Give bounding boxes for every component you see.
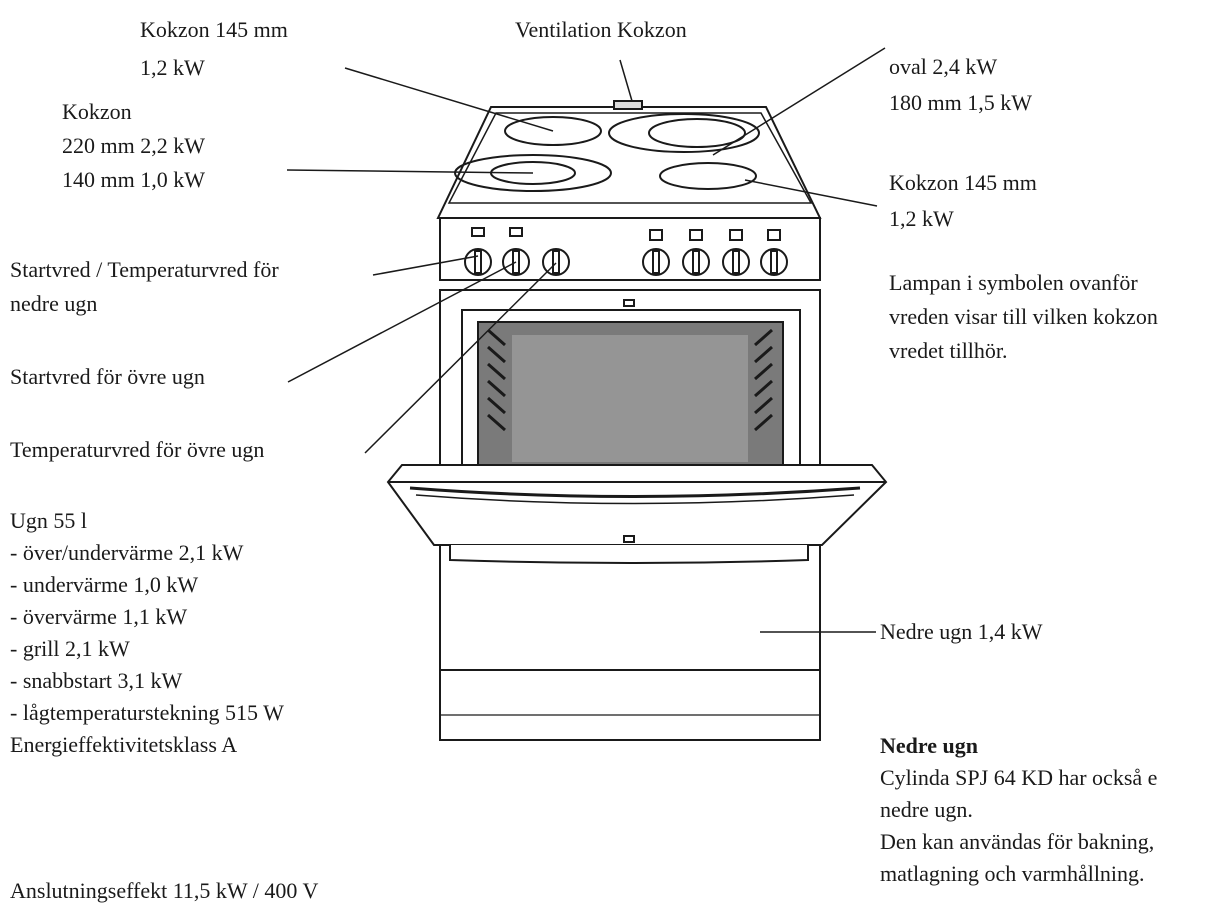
knob-lower-oven (464, 227, 492, 276)
lower-oven-body (439, 544, 821, 741)
knob-zone-1 (642, 229, 670, 276)
label-temp-upper-oven: Temperaturvred för övre ugn (10, 437, 265, 462)
knob-zone-2 (682, 229, 710, 276)
spec-line: - undervärme 1,0 kW (10, 572, 199, 597)
leader-lines (286, 47, 886, 633)
label-lamp-note: Lampan i symbolen ovanför vreden visar t… (889, 270, 1158, 363)
label-zone-back-left: Kokzon 145 mm 1,2 kW (140, 17, 288, 80)
label-zone-front-left: Kokzon 220 mm 2,2 kW 140 mm 1,0 kW (62, 99, 205, 192)
label-zone-front-right: Kokzon 145 mm 1,2 kW (889, 170, 1037, 231)
cooking-zone-front-right (659, 162, 757, 190)
label-zone-back-right: oval 2,4 kW 180 mm 1,5 kW (889, 54, 1032, 115)
label-lower-oven-power: Nedre ugn 1,4 kW (880, 619, 1043, 644)
cooktop-glass (447, 112, 813, 204)
spec-line: Energieffektivitetsklass A (10, 732, 238, 757)
vent (613, 100, 643, 110)
label-start-lower-oven: Startvred / Temperaturvred för nedre ugn (10, 257, 279, 316)
knob-zone-3 (722, 229, 750, 276)
spec-line: Ugn 55 l (10, 508, 87, 533)
oven-specs-list: Ugn 55 l - över/undervärme 2,1 kW - unde… (10, 505, 284, 761)
door-handle (409, 486, 861, 498)
knob-zone-4 (760, 229, 788, 276)
cooking-zone-front-left-outer (454, 154, 612, 192)
label-start-upper-oven: Startvred för övre ugn (10, 364, 205, 389)
cooking-zone-back-right-inner (648, 118, 746, 148)
lower-oven-info: Nedre ugn Cylinda SPJ 64 KD har också e … (880, 730, 1157, 890)
knob-upper-oven-temp (542, 248, 570, 276)
spec-line: - grill 2,1 kW (10, 636, 130, 661)
spec-line: - övervärme 1,1 kW (10, 604, 188, 629)
cooking-zone-back-left (504, 116, 602, 146)
oven-back-wall (512, 335, 748, 462)
spec-line: - lågtemperaturstekning 515 W (10, 700, 284, 725)
oven-door (386, 464, 888, 546)
cooking-zone-back-right-outer (608, 113, 760, 153)
lower-oven-heading: Nedre ugn (880, 733, 978, 758)
label-ventilation: Ventilation Kokzon (515, 17, 687, 42)
label-connection-power: Anslutningseffekt 11,5 kW / 400 V (10, 878, 319, 903)
spec-line: - över/undervärme 2,1 kW (10, 540, 244, 565)
control-panel (439, 217, 821, 281)
lower-oven-handle (449, 545, 809, 564)
spec-line: - snabbstart 3,1 kW (10, 668, 183, 693)
